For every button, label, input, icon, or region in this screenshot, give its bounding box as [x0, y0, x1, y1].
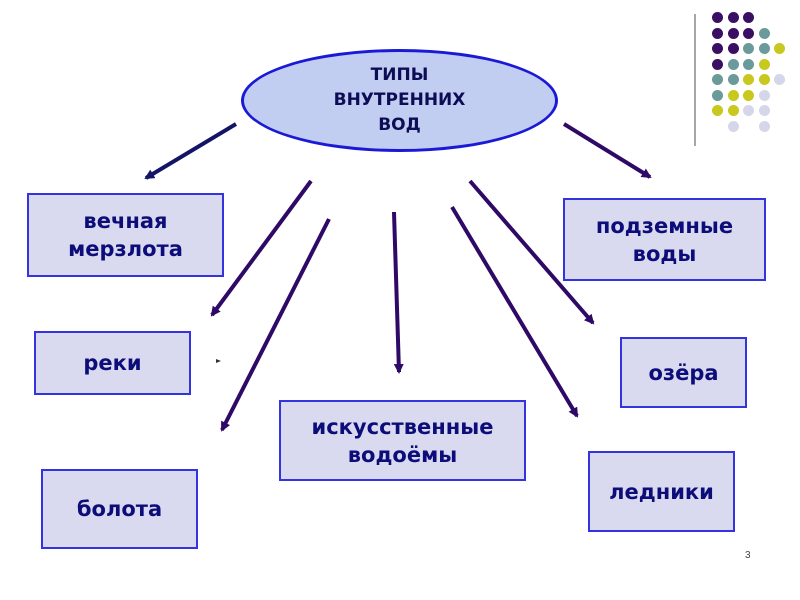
node-groundwater: подземные воды: [563, 198, 766, 281]
decorative-dot-teal: [743, 58, 754, 70]
arrow-to-permafrost: [144, 122, 238, 180]
arrow-to-reservoirs: [392, 211, 404, 374]
arrow-to-rivers: [210, 179, 313, 317]
decorative-dot-purple: [727, 12, 739, 23]
node-lakes: озёра: [620, 337, 747, 408]
decorative-dot-yellow: [758, 58, 770, 70]
decorative-dot-teal: [758, 43, 770, 54]
page-number: 3: [745, 550, 751, 561]
decorative-dot-yellow: [758, 74, 770, 85]
decorative-divider-line: [694, 14, 696, 146]
decorative-dot-purple: [712, 43, 723, 54]
decorative-dot-purple: [712, 58, 723, 70]
node-swamps-label: болота: [76, 497, 163, 521]
decorative-dot-yellow: [774, 43, 785, 54]
arrow-to-swamps: [220, 218, 331, 432]
decorative-dot-teal: [758, 27, 770, 39]
decorative-dot-purple: [743, 27, 754, 39]
decorative-dot-purple: [743, 12, 754, 23]
decorative-dot-teal: [712, 74, 723, 85]
stray-cursor-mark: [216, 359, 221, 363]
decorative-dot-purple: [712, 12, 723, 23]
decorative-dot-purple: [727, 43, 739, 54]
node-groundwater-label: подземные воды: [595, 213, 734, 266]
decorative-dot-lavender: [758, 89, 770, 101]
decorative-dot-lavender: [743, 105, 754, 116]
node-reservoirs-label: искусственные водоёмы: [311, 414, 494, 467]
node-permafrost-label: вечная мерзлота: [68, 209, 183, 261]
central-topic-ellipse: ТИПЫ ВНУТРЕННИХ ВОД: [241, 49, 558, 152]
arrow-to-lakes: [468, 179, 595, 325]
node-glaciers-label: ледники: [609, 479, 714, 504]
decorative-dot-purple: [712, 27, 723, 39]
decorative-dot-yellow: [727, 105, 739, 116]
node-reservoirs: искусственные водоёмы: [279, 400, 526, 481]
arrow-to-groundwater: [562, 122, 652, 179]
decorative-dot-teal: [743, 43, 754, 54]
decorative-dot-purple: [727, 27, 739, 39]
decorative-dot-lavender: [727, 120, 739, 132]
decorative-dot-yellow: [727, 89, 739, 101]
central-topic-title: ТИПЫ ВНУТРЕННИХ ВОД: [333, 65, 466, 135]
decorative-dot-teal: [712, 89, 723, 101]
decorative-dot-lavender: [758, 105, 770, 116]
decorative-dot-teal: [727, 58, 739, 70]
node-permafrost: вечная мерзлота: [27, 193, 224, 277]
node-glaciers: ледники: [588, 451, 735, 532]
decorative-dot-lavender: [774, 74, 785, 85]
decorative-dot-yellow: [743, 74, 754, 85]
arrow-to-glaciers: [450, 205, 579, 418]
node-rivers-label: реки: [83, 351, 142, 375]
node-swamps: болота: [41, 469, 198, 549]
decorative-dot-yellow: [743, 89, 754, 101]
decorative-dot-lavender: [758, 120, 770, 132]
node-lakes-label: озёра: [648, 360, 719, 385]
decorative-dot-teal: [727, 74, 739, 85]
decorative-dot-yellow: [712, 105, 723, 116]
node-rivers: реки: [34, 331, 191, 395]
